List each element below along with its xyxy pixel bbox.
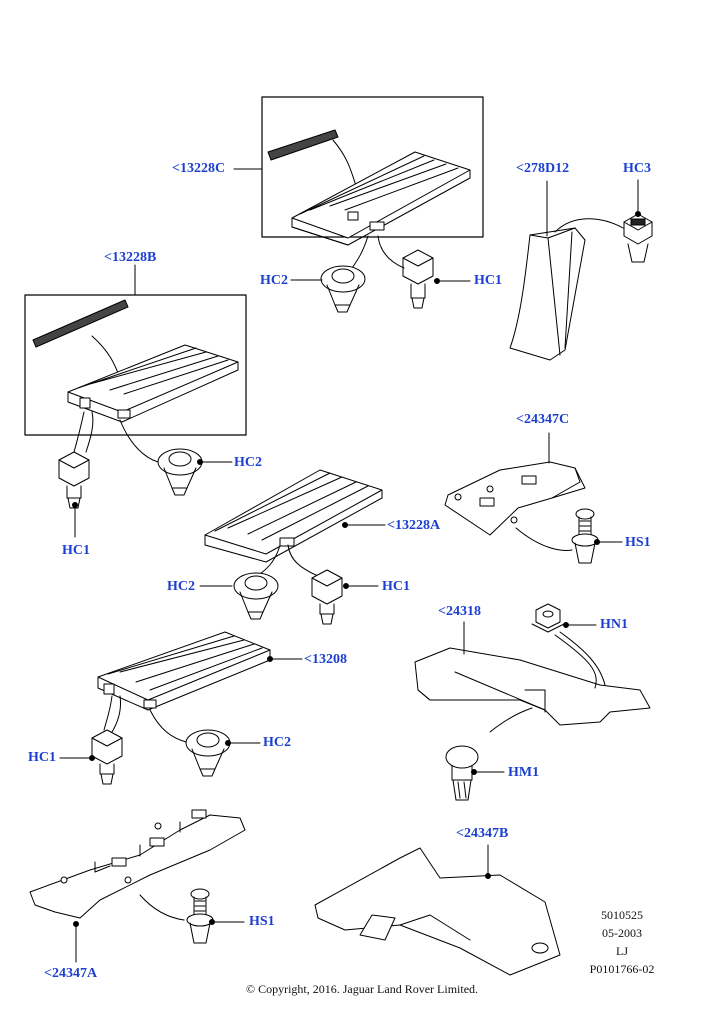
leaders-hn1-cover bbox=[554, 631, 606, 689]
callout-hc1-lower[interactable]: HC1 bbox=[28, 750, 56, 765]
nut-hn1 bbox=[531, 603, 565, 633]
sill-plate-13228C bbox=[267, 129, 471, 246]
callout-278D12[interactable]: <278D12 bbox=[516, 161, 570, 176]
leader-dot-13208 bbox=[267, 656, 273, 662]
callout-hc1-top[interactable]: HC1 bbox=[474, 273, 502, 288]
leader-dot-24347B bbox=[485, 873, 491, 879]
callout-hc2-top[interactable]: HC2 bbox=[260, 273, 288, 288]
callout-13228A[interactable]: <13228A bbox=[387, 518, 441, 533]
callout-24318[interactable]: <24318 bbox=[438, 604, 481, 619]
callout-hs1-right[interactable]: HS1 bbox=[625, 535, 651, 550]
callout-hc2-mid[interactable]: HC2 bbox=[167, 579, 195, 594]
leader-hs1-bracket-left bbox=[139, 894, 185, 921]
sill-plate-13228B bbox=[32, 299, 239, 423]
callout-13228B[interactable]: <13228B bbox=[104, 250, 157, 265]
leader-clip-hc3 bbox=[554, 218, 624, 233]
leader-dot-hn1 bbox=[563, 622, 569, 628]
clip-hc2-left bbox=[157, 448, 203, 496]
trim-278D12 bbox=[509, 227, 586, 361]
callout-hc1-left[interactable]: HC1 bbox=[62, 543, 90, 558]
drawing-number: 5010525 bbox=[601, 908, 643, 922]
callout-24347A[interactable]: <24347A bbox=[44, 966, 98, 981]
leader-dot-hs1-left bbox=[209, 919, 215, 925]
leader-hs1-bracket bbox=[515, 527, 573, 551]
callout-hc3[interactable]: HC3 bbox=[623, 161, 651, 176]
leader-dot-hc2-left bbox=[197, 459, 203, 465]
copyright-notice: © Copyright, 2016. Jaguar Land Rover Lim… bbox=[245, 982, 479, 996]
leader-dot-hc1-mid bbox=[343, 583, 349, 589]
sill-plate-13228A bbox=[204, 469, 383, 563]
drawing-date: 05-2003 bbox=[602, 926, 642, 940]
clip-hc1-left bbox=[58, 451, 90, 509]
leader-dot-13228A bbox=[342, 522, 348, 528]
callout-13228C[interactable]: <13228C bbox=[172, 161, 226, 176]
leader-dot-hm1 bbox=[471, 769, 477, 775]
leader-dot-hc3 bbox=[635, 211, 641, 217]
clip-hc2-top bbox=[320, 265, 366, 313]
clip-hc3 bbox=[623, 213, 653, 263]
leaders-mid-clips bbox=[259, 544, 319, 577]
callout-hc1-mid[interactable]: HC1 bbox=[382, 579, 410, 594]
leader-dot-24347A bbox=[73, 921, 79, 927]
bracket-24347B bbox=[314, 847, 561, 976]
leader-dot-hc1-left bbox=[72, 502, 78, 508]
leader-dot-hc2-lower bbox=[225, 740, 231, 746]
drawing-reference: 5010525 05-2003 LJ P0101766-02 bbox=[580, 906, 664, 978]
bracket-24347A bbox=[29, 809, 246, 919]
leaders-top-clips bbox=[351, 235, 405, 269]
cover-24318 bbox=[414, 647, 651, 726]
screw-hs1-right bbox=[571, 508, 599, 564]
leaders-lower-clips bbox=[103, 695, 187, 743]
sill-plate-13208 bbox=[97, 631, 271, 711]
callout-hc2-lower[interactable]: HC2 bbox=[263, 735, 291, 750]
illustration-id: P0101766-02 bbox=[589, 962, 655, 976]
leader-dot-hc1-lower bbox=[89, 755, 95, 761]
model-code: LJ bbox=[616, 944, 628, 958]
callout-24347C[interactable]: <24347C bbox=[516, 412, 570, 427]
clip-hc1-mid bbox=[311, 569, 343, 625]
screw-hs1-left bbox=[186, 888, 214, 944]
clip-hc1-lower bbox=[91, 729, 123, 785]
clip-hc1-top bbox=[402, 249, 434, 309]
clip-hc2-mid bbox=[233, 572, 279, 620]
callout-24347B[interactable]: <24347B bbox=[456, 826, 509, 841]
callout-13208[interactable]: <13208 bbox=[304, 652, 347, 667]
leader-dot-hs1-right bbox=[594, 539, 600, 545]
rivet-hm1 bbox=[445, 745, 479, 801]
leader-hm1-cover bbox=[489, 707, 533, 733]
callout-hs1-left[interactable]: HS1 bbox=[249, 914, 275, 929]
leaders-left-clips bbox=[73, 411, 159, 463]
clip-hc2-lower bbox=[185, 729, 231, 777]
callout-hn1[interactable]: HN1 bbox=[600, 617, 628, 632]
box-13228C bbox=[261, 96, 484, 238]
callout-hm1[interactable]: HM1 bbox=[508, 765, 540, 780]
bracket-24347C bbox=[444, 461, 586, 536]
leader-dot-hc1-top bbox=[434, 278, 440, 284]
callout-hc2-left[interactable]: HC2 bbox=[234, 455, 262, 470]
